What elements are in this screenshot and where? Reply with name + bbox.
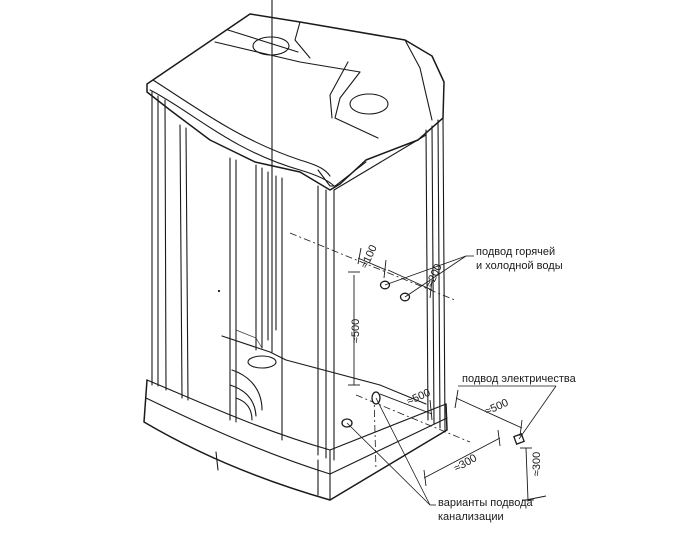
dim-electric-horizontal: ≈500 [483,397,510,418]
water-supply-dimensions: ≈100 ≈200 ≈500 подвод горячей и холодной… [348,243,563,386]
cabin-front-panel [151,91,335,461]
water-supply-label-line2: и холодной воды [476,260,563,272]
drain-label-line2: канализации [438,511,504,523]
cabin-roof [146,13,445,191]
shower-cabin [143,13,448,501]
shower-tray [143,335,448,501]
roof-vent-left [252,36,290,56]
drain-label-line1: варианты подвода [438,497,534,509]
water-supply-label-line1: подвод горячей [476,246,555,258]
drain-dimensions: ≈500 ≈300 варианты подвода канализации [341,387,534,523]
dim-floor-offset: ≈300 [452,452,479,475]
electric-supply-label: подвод электричества [462,373,577,385]
dim-electric-vertical: ≈300 [531,452,543,476]
dim-water-height: ≈500 [350,319,362,343]
electric-supply-dimensions: ≈500 ≈300 подвод электричества [454,373,577,501]
roof-vent-right [349,93,389,115]
